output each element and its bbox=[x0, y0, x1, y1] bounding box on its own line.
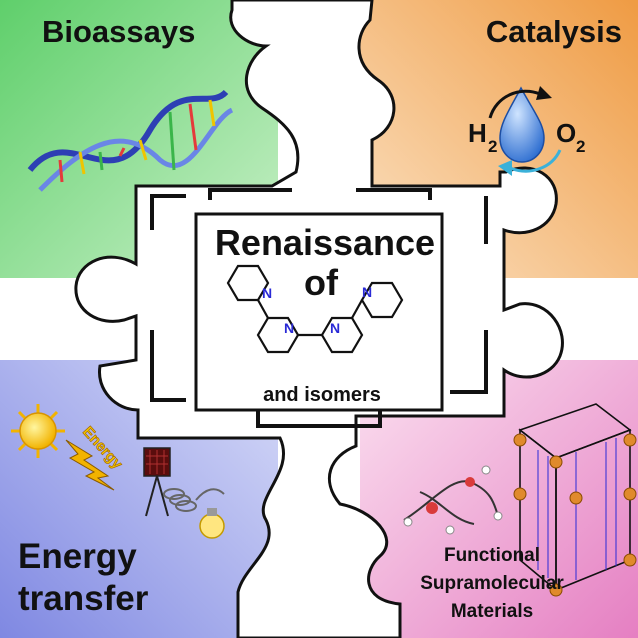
materials-title: Functional Supramolecular Materials bbox=[384, 542, 600, 626]
cycle-arrows-icon bbox=[488, 86, 562, 176]
materials-line3: Materials bbox=[450, 601, 534, 622]
light-bulb-icon bbox=[199, 508, 225, 539]
catalysis-title: Catalysis bbox=[485, 14, 622, 49]
spring-coil-icon bbox=[163, 488, 225, 512]
energy-arrow-icon bbox=[65, 439, 115, 491]
pyridine-n-right: N bbox=[362, 284, 372, 300]
energy-transfer-title: Energy transfer bbox=[18, 536, 148, 620]
materials-line1: Functional bbox=[443, 545, 541, 566]
metal-node-icons bbox=[513, 433, 637, 597]
oxygen-label: O bbox=[556, 118, 576, 148]
center-panel bbox=[194, 212, 444, 412]
materials-line2: Supramolecular bbox=[420, 573, 564, 594]
sun-icon bbox=[11, 404, 65, 458]
dna-helix-icon bbox=[27, 89, 234, 192]
pyridine-n-middle-right: N bbox=[330, 320, 340, 336]
inner-frame bbox=[150, 188, 488, 428]
oxygen-subscript: 2 bbox=[576, 137, 585, 156]
hydrogen-label: H bbox=[468, 118, 487, 148]
bioassays-title: Bioassays bbox=[42, 14, 196, 49]
molecular-model-icon bbox=[403, 465, 503, 535]
center-title: Renaissance bbox=[214, 222, 436, 263]
center-title-of: of bbox=[304, 262, 338, 303]
center-subtitle: and isomers bbox=[263, 384, 381, 406]
energy-transfer-line1: Energy bbox=[18, 537, 137, 576]
water-drop-icon bbox=[499, 86, 545, 163]
pyridine-n-left: N bbox=[262, 285, 272, 301]
hydrogen-subscript: 2 bbox=[488, 137, 497, 156]
energy-transfer-line2: transfer bbox=[18, 579, 149, 618]
solar-panel-icon bbox=[143, 447, 171, 517]
pyridine-n-middle-left: N bbox=[284, 320, 294, 336]
terpyridine-molecule bbox=[226, 264, 404, 354]
